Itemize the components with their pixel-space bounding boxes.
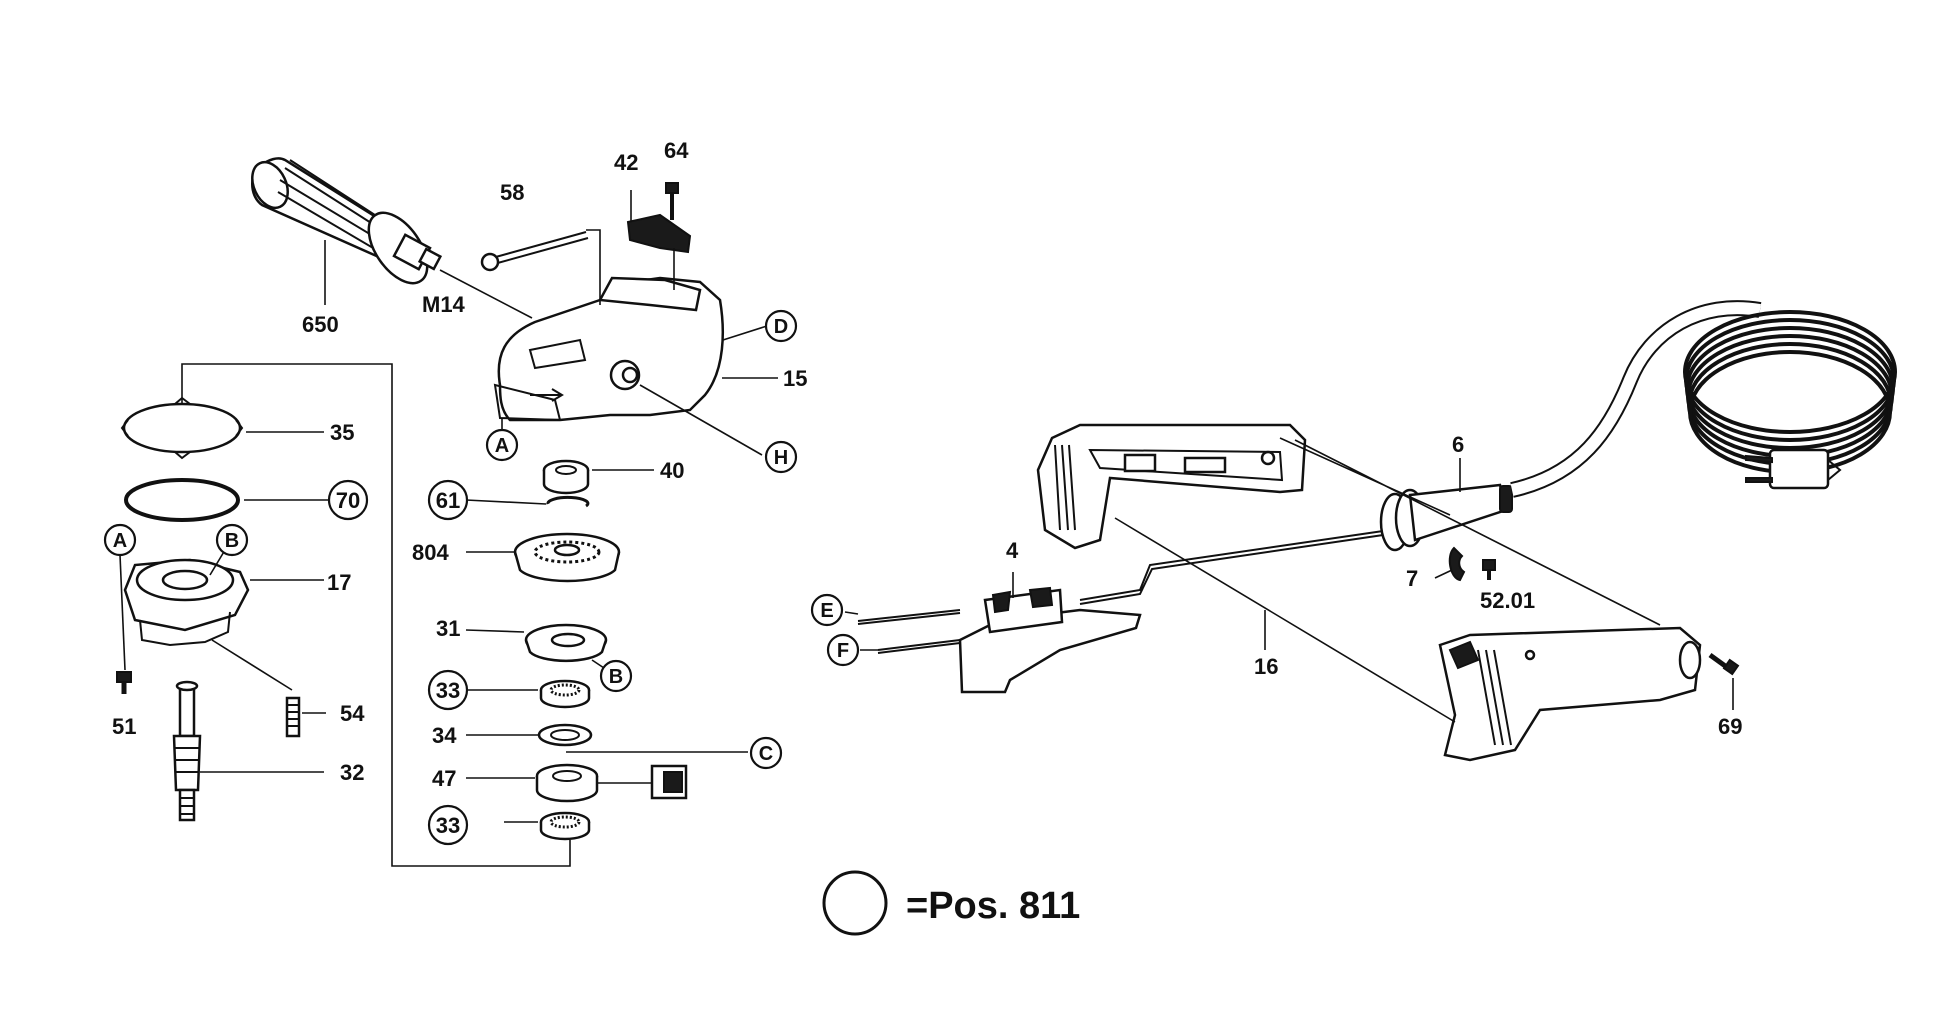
label-54: 54: [340, 701, 365, 726]
leader-b2: [591, 659, 605, 669]
label-804: 804: [412, 540, 449, 565]
switch-part: [958, 586, 1142, 694]
leader-d: [722, 325, 768, 341]
label-17: 17: [327, 570, 351, 595]
bearing-47-part: [535, 763, 688, 803]
housing-cover-part: [1438, 626, 1702, 762]
gear-housing-part: [493, 276, 724, 422]
label-47: 47: [432, 766, 456, 791]
ref-letter-h: H: [764, 440, 798, 474]
flange-part: [123, 558, 250, 647]
leader-61: [465, 499, 547, 505]
svg-text:33: 33: [436, 678, 460, 703]
ref-letter-c: C: [749, 736, 783, 770]
screw-5201-part: [1482, 559, 1496, 580]
legend-text: =Pos. 811: [906, 885, 1080, 927]
clamp-part: [626, 213, 692, 254]
leader-47: [466, 777, 652, 784]
circled-label-61: 61: [427, 479, 469, 521]
ref-letter-b-left: B: [215, 523, 249, 557]
o-ring-part: [124, 478, 240, 522]
ref-letter-f: F: [826, 633, 860, 667]
wire-rod-e: [857, 609, 961, 625]
svg-text:A: A: [495, 435, 509, 457]
screw-part: [665, 182, 679, 220]
label-69: 69: [1718, 714, 1742, 739]
svg-text:E: E: [820, 600, 833, 622]
svg-text:B: B: [609, 666, 623, 688]
leader-16: [1114, 437, 1661, 723]
circlip-part: [546, 495, 590, 508]
svg-text:C: C: [759, 743, 773, 765]
label-35: 35: [330, 420, 354, 445]
label-7: 7: [1406, 566, 1418, 591]
bearing-33-upper-part: [539, 679, 591, 709]
screw-51-part: [116, 671, 132, 694]
label-4: 4: [1006, 538, 1019, 563]
side-handle-part: [251, 157, 443, 285]
circled-label-70: 70: [327, 479, 369, 521]
svg-text:61: 61: [436, 488, 460, 513]
label-40: 40: [660, 458, 684, 483]
bearing-40-part: [542, 459, 590, 495]
leader-b1: [209, 549, 226, 576]
label-51: 51: [112, 714, 136, 739]
svg-text:B: B: [225, 530, 239, 552]
ref-letter-a-top: A: [485, 428, 519, 462]
leader-31: [465, 629, 525, 633]
screw-54-part: [285, 696, 301, 738]
bevel-gear-part: [513, 532, 621, 583]
svg-text:D: D: [774, 316, 788, 338]
circled-label-33-lower: 33: [427, 804, 469, 846]
label-58: 58: [500, 180, 524, 205]
washer-part: [537, 723, 593, 747]
svg-text:H: H: [774, 447, 788, 469]
label-31: 31: [436, 616, 460, 641]
label-5201: 52.01: [1480, 588, 1535, 613]
leader-54: [211, 639, 326, 714]
svg-text:F: F: [837, 640, 849, 662]
screw-69-part: [1708, 652, 1740, 676]
ref-letter-b-right: B: [599, 659, 633, 693]
circled-label-33-upper: 33: [427, 669, 469, 711]
leader-7: [1434, 569, 1453, 579]
label-650: 650: [302, 312, 339, 337]
guard-ring-part: [120, 396, 244, 460]
bolt-part: [480, 231, 589, 272]
svg-text:33: 33: [436, 813, 460, 838]
label-15: 15: [783, 366, 807, 391]
cable-clamp-part: [1448, 546, 1466, 582]
power-cable-part: [1379, 300, 1897, 552]
svg-text:70: 70: [336, 488, 360, 513]
legend: =Pos. 811: [822, 870, 1080, 936]
switch-rod: [1079, 529, 1391, 605]
leader-h: [639, 384, 763, 456]
label-32: 32: [340, 760, 364, 785]
bearing-33-lower-part: [539, 811, 591, 841]
housing-half-part: [1036, 423, 1307, 550]
leader-58: [586, 229, 601, 305]
svg-text:A: A: [113, 530, 127, 552]
label-64: 64: [664, 138, 689, 163]
label-m14: M14: [422, 292, 466, 317]
assembly-bracket-line: [181, 363, 571, 867]
label-42: 42: [614, 150, 638, 175]
label-6: 6: [1452, 432, 1464, 457]
flange-31-part: [524, 623, 608, 663]
wire-rod-f: [877, 639, 961, 654]
leader-m14: [439, 269, 533, 319]
spindle-part: [172, 680, 202, 822]
label-34: 34: [432, 723, 457, 748]
ref-letter-a-left: A: [103, 523, 137, 557]
leader-a2: [119, 554, 126, 671]
ref-letter-e: E: [810, 593, 844, 627]
ref-letter-d: D: [764, 309, 798, 343]
leader-e: [844, 611, 859, 615]
label-16: 16: [1254, 654, 1278, 679]
